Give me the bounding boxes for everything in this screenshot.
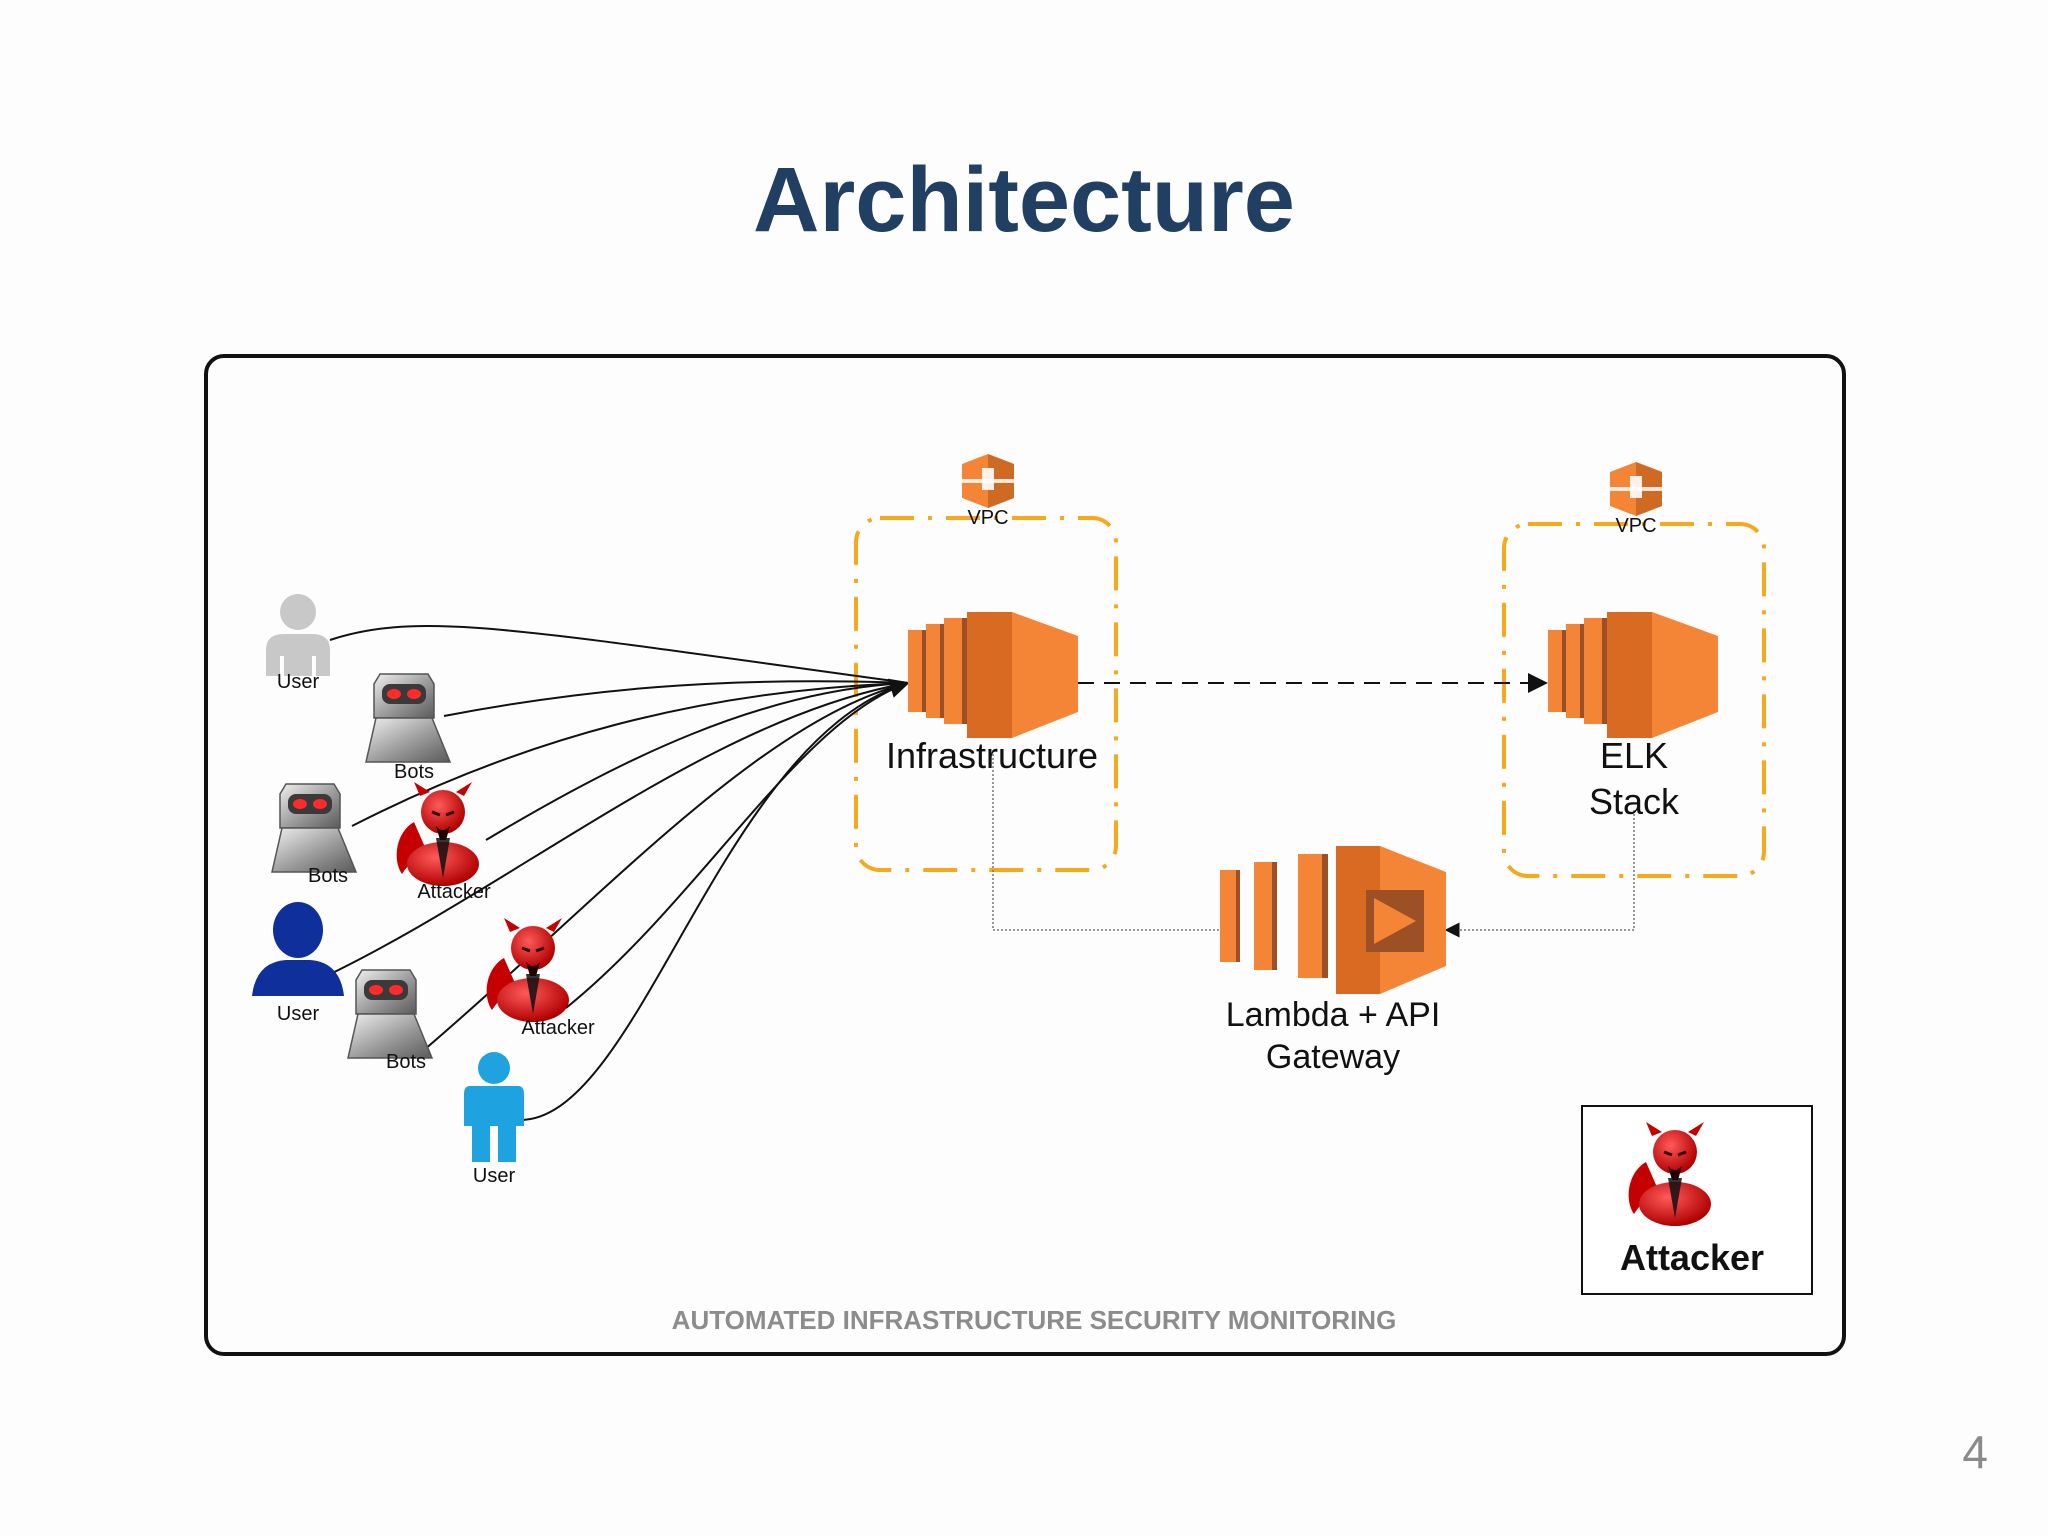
- lambda-label-line2: Gateway: [1266, 1038, 1400, 1076]
- diagram-frame: [204, 354, 1846, 1356]
- infra-to-lambda-connector: [992, 750, 1222, 931]
- legend-label: Attacker: [1620, 1237, 1764, 1278]
- lambda-icon: [1220, 846, 1446, 994]
- actor-label: User: [277, 1003, 320, 1025]
- page-number: 4: [1962, 1426, 1988, 1478]
- vpc-boundary-infrastructure: [854, 516, 1118, 872]
- vpc-label: VPC: [1615, 515, 1656, 537]
- diagram-footer: AUTOMATED INFRASTRUCTURE SECURITY MONITO…: [672, 1305, 1397, 1335]
- legend: Attacker: [1581, 1105, 1813, 1295]
- vpc-boundary-elk: [1502, 522, 1766, 878]
- page-title: Architecture: [753, 149, 1295, 251]
- vpc-label: VPC: [967, 507, 1008, 529]
- vpc-icon: [962, 454, 1014, 508]
- actor-label: User: [277, 671, 320, 693]
- infrastructure-label: Infrastructure: [886, 735, 1098, 776]
- actor-label: Attacker: [521, 1017, 595, 1039]
- elk-label-line1: ELK: [1600, 735, 1668, 776]
- vpc-icon: [1610, 462, 1662, 516]
- actor-label: User: [473, 1165, 516, 1187]
- actor-label: Attacker: [417, 881, 491, 903]
- elk-to-lambda-connector: [1444, 810, 1635, 938]
- elk-label-line2: Stack: [1589, 781, 1680, 822]
- actor-label: Bots: [308, 865, 348, 887]
- lambda-label-line1: Lambda + API: [1226, 996, 1441, 1034]
- actor-label: Bots: [394, 761, 434, 783]
- actor-label: Bots: [386, 1051, 426, 1073]
